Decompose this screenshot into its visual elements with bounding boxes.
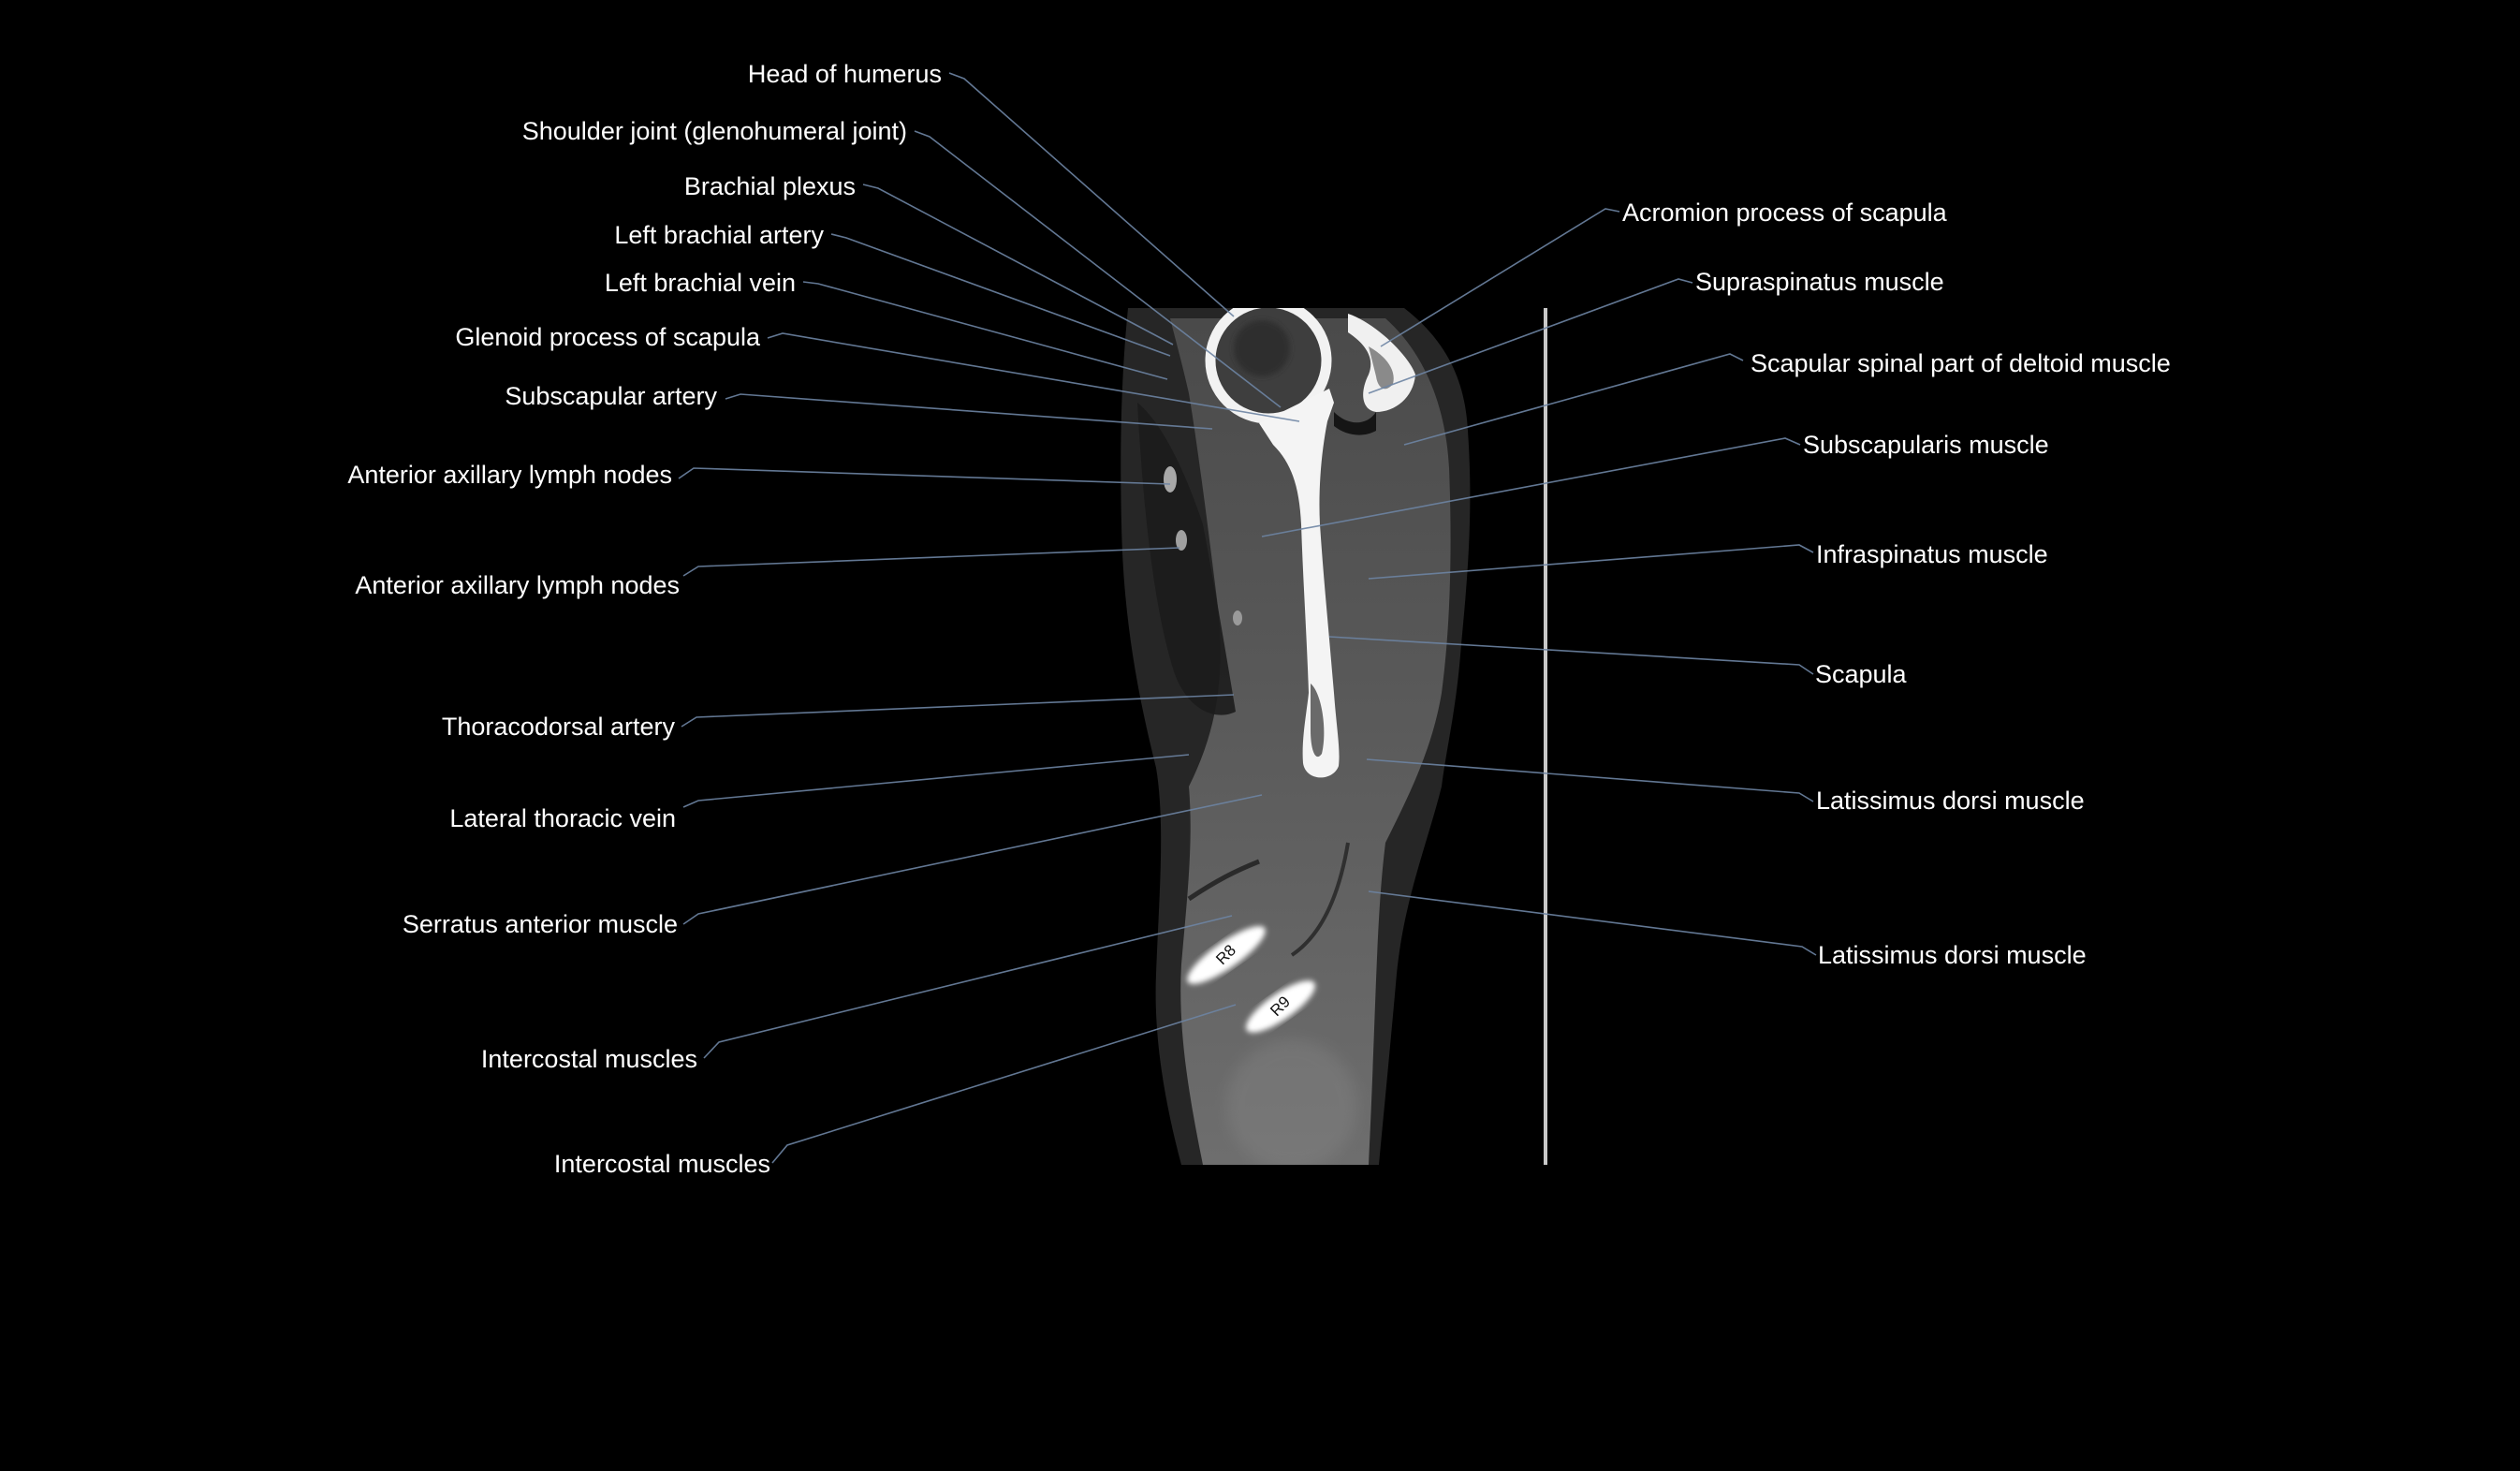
label-lateral-thoracic-vein: Lateral thoracic vein [449,804,676,832]
label-latissimus-2: Latissimus dorsi muscle [1818,941,2087,969]
scapula-blade [1259,389,1340,778]
leader-left-brachial-artery [830,233,1171,357]
leader-acromion [1380,208,1620,347]
leader-axillary-nodes-1 [678,467,1171,485]
label-deltoid-spinal: Scapular spinal part of deltoid muscle [1751,349,2171,377]
ct-scan-image: R8 R9 [1121,308,1471,1165]
label-left-brachial-artery: Left brachial artery [614,221,824,249]
leader-head-of-humerus [948,72,1235,317]
label-left-brachial-vein: Left brachial vein [605,269,796,297]
labels-left: Head of humerus Shoulder joint (glenohum… [347,60,942,1178]
leader-lines [678,72,1817,1164]
subacromial-gap [1334,412,1376,435]
leader-scapula [1328,636,1814,675]
label-axillary-nodes-2: Anterior axillary lymph nodes [355,571,680,599]
label-acromion: Acromion process of scapula [1622,199,1948,227]
scapula-marrow [1311,684,1325,758]
labels-right: Acromion process of scapula Supraspinatu… [1622,199,2171,969]
lower-soft-tissue-glow [1226,1039,1357,1165]
label-intercostal-2: Intercostal muscles [554,1150,770,1178]
fascia-line [1187,859,1260,902]
leader-latissimus-2 [1368,890,1817,956]
label-head-of-humerus: Head of humerus [748,60,942,88]
leader-thoracodorsal-artery [681,694,1235,728]
humeral-head [1205,308,1332,424]
label-serratus-anterior: Serratus anterior muscle [403,910,678,938]
leader-subscapularis [1261,437,1801,537]
label-subscapular-artery: Subscapular artery [505,382,717,410]
leader-serratus-anterior [682,794,1263,925]
leader-deltoid-spinal [1403,353,1744,446]
label-shoulder-joint: Shoulder joint (glenohumeral joint) [522,117,907,145]
leader-left-brachial-vein [802,281,1168,380]
label-intercostal-1: Intercostal muscles [481,1045,697,1073]
label-scapula: Scapula [1815,660,1908,688]
vessel-spot [1233,610,1242,625]
label-subscapularis: Subscapularis muscle [1803,431,2049,459]
lymph-node-1 [1164,466,1177,493]
label-latissimus-1: Latissimus dorsi muscle [1816,787,2085,815]
leader-subscapular-artery [725,393,1213,430]
label-supraspinatus: Supraspinatus muscle [1695,268,1944,296]
leader-supraspinatus [1368,278,1693,394]
rib-9: R9 [1246,980,1315,1033]
leader-infraspinatus [1368,544,1814,580]
label-axillary-nodes-1: Anterior axillary lymph nodes [347,461,672,489]
axillary-fat [1137,403,1236,715]
lymph-node-2 [1176,530,1187,551]
rib-8: R8 [1187,926,1266,984]
leader-lateral-thoracic-vein [682,754,1190,808]
label-infraspinatus: Infraspinatus muscle [1816,540,2048,568]
acromion-inner [1369,346,1394,390]
leader-intercostal-1 [703,915,1233,1059]
leader-intercostal-2 [771,1004,1237,1164]
label-thoracodorsal-artery: Thoracodorsal artery [442,713,676,741]
leader-latissimus-1 [1366,758,1814,802]
fascia-line-2 [1290,842,1350,957]
leader-brachial-plexus [862,184,1174,346]
label-brachial-plexus: Brachial plexus [684,172,856,200]
label-glenoid-process: Glenoid process of scapula [455,323,761,351]
leader-axillary-nodes-2 [682,547,1180,577]
leader-glenoid-process [767,332,1300,422]
leader-shoulder-joint [914,130,1282,408]
